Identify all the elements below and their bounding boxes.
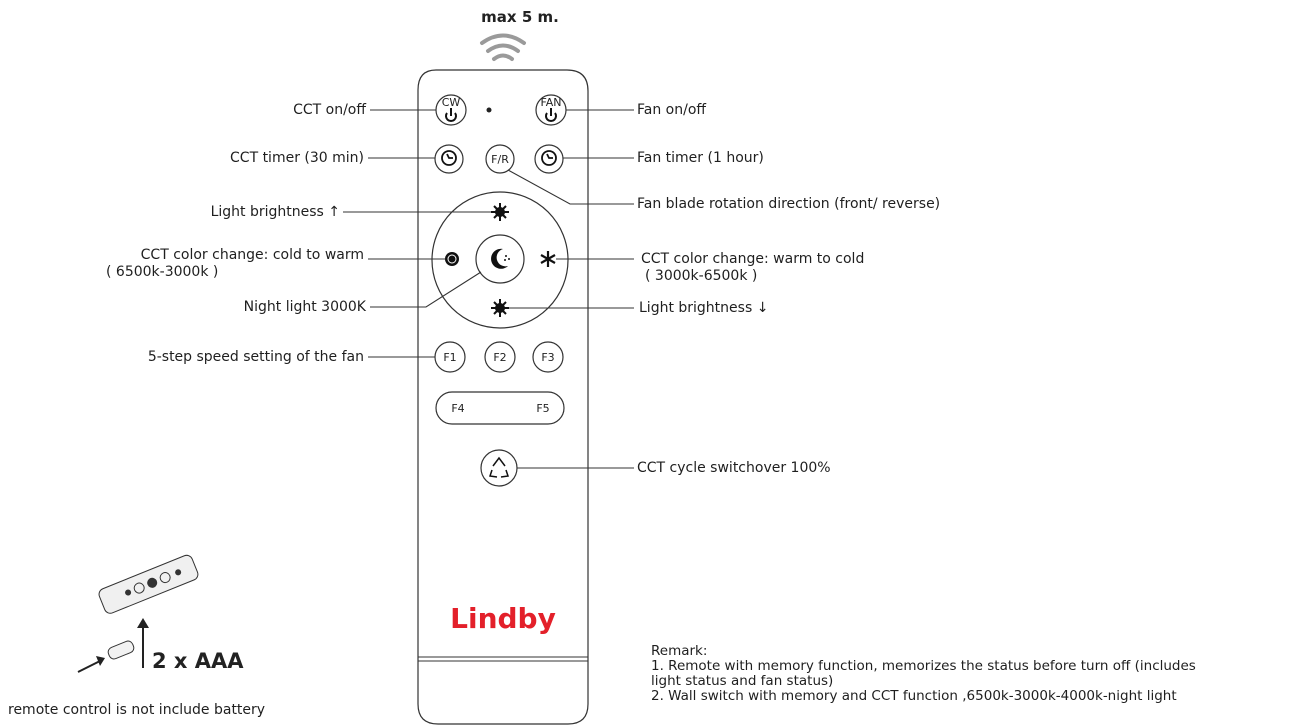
fan-speed-f1-button[interactable]: F1 xyxy=(434,341,466,373)
battery-count: 2 x AAA xyxy=(152,649,244,673)
cct-cycle-button[interactable] xyxy=(480,449,518,487)
warm-to-cold-button[interactable] xyxy=(540,251,556,267)
cw-power-button[interactable]: CW xyxy=(435,94,467,126)
remark-line: 2. Wall switch with memory and CCT funct… xyxy=(651,688,1177,704)
label-brightness-up: Light brightness ↑ xyxy=(210,204,340,220)
remark-line: light status and fan status) xyxy=(651,673,834,689)
fan-speed-f4-f5-button[interactable] xyxy=(435,391,565,425)
range-label: max 5 m. xyxy=(481,8,559,26)
brightness-up-button[interactable] xyxy=(491,203,509,221)
snowflake-icon xyxy=(540,251,556,267)
leader-lines xyxy=(343,109,634,469)
clock-icon xyxy=(541,150,557,166)
label-warm-to-cold-range: ( 3000k-6500k ) xyxy=(645,268,758,284)
svg-text:F1: F1 xyxy=(443,351,456,364)
fan-speed-f2-button[interactable]: F2 xyxy=(484,341,516,373)
label-night-light: Night light 3000K xyxy=(243,299,366,315)
indicator-led xyxy=(486,107,492,113)
brand-logo: Lindby xyxy=(450,602,556,635)
fan-timer-button[interactable] xyxy=(534,144,564,174)
f5-label: F5 xyxy=(536,402,549,415)
label-fan-direction: Fan blade rotation direction (front/ rev… xyxy=(637,196,941,212)
recycle-icon xyxy=(489,456,509,478)
svg-text:CW: CW xyxy=(442,96,461,109)
label-cct-cycle: CCT cycle switchover 100% xyxy=(637,460,831,476)
signal-icon xyxy=(480,33,526,61)
remark-line: 1. Remote with memory function, memorize… xyxy=(651,658,1196,674)
night-light-button[interactable] xyxy=(475,234,525,284)
fan-direction-button[interactable]: F/R xyxy=(485,144,515,174)
label-cct-onoff: CCT on/off xyxy=(293,102,366,118)
label-fan-speed: 5-step speed setting of the fan xyxy=(147,349,364,365)
power-icon xyxy=(445,108,457,122)
f4-label: F4 xyxy=(451,402,464,415)
label-cold-to-warm: CCT color change: cold to warm xyxy=(140,247,364,263)
label-cct-timer: CCT timer (30 min) xyxy=(230,150,364,166)
svg-text:F2: F2 xyxy=(493,351,506,364)
moon-icon xyxy=(491,248,508,269)
label-cold-to-warm-range: ( 6500k-3000k ) xyxy=(106,264,219,280)
clock-icon xyxy=(441,150,457,166)
svg-text:FAN: FAN xyxy=(540,96,561,109)
battery-illustration xyxy=(77,554,199,673)
fan-speed-f3-button[interactable]: F3 xyxy=(532,341,564,373)
fan-power-button[interactable]: FAN xyxy=(535,94,567,126)
remark-title: Remark: xyxy=(651,643,708,659)
label-brightness-down: Light brightness ↓ xyxy=(639,300,769,316)
power-icon xyxy=(545,108,557,122)
battery-note: remote control is not include battery xyxy=(8,702,266,718)
svg-text:F3: F3 xyxy=(541,351,554,364)
remark-block: Remark: 1. Remote with memory function, … xyxy=(651,644,1291,704)
svg-text:F/R: F/R xyxy=(491,153,509,166)
label-warm-to-cold: CCT color change: warm to cold xyxy=(641,251,865,267)
label-fan-timer: Fan timer (1 hour) xyxy=(637,150,764,166)
label-fan-onoff: Fan on/off xyxy=(637,102,707,118)
cold-to-warm-button[interactable] xyxy=(445,252,459,266)
cct-timer-button[interactable] xyxy=(434,144,464,174)
brightness-down-button[interactable] xyxy=(491,299,509,317)
